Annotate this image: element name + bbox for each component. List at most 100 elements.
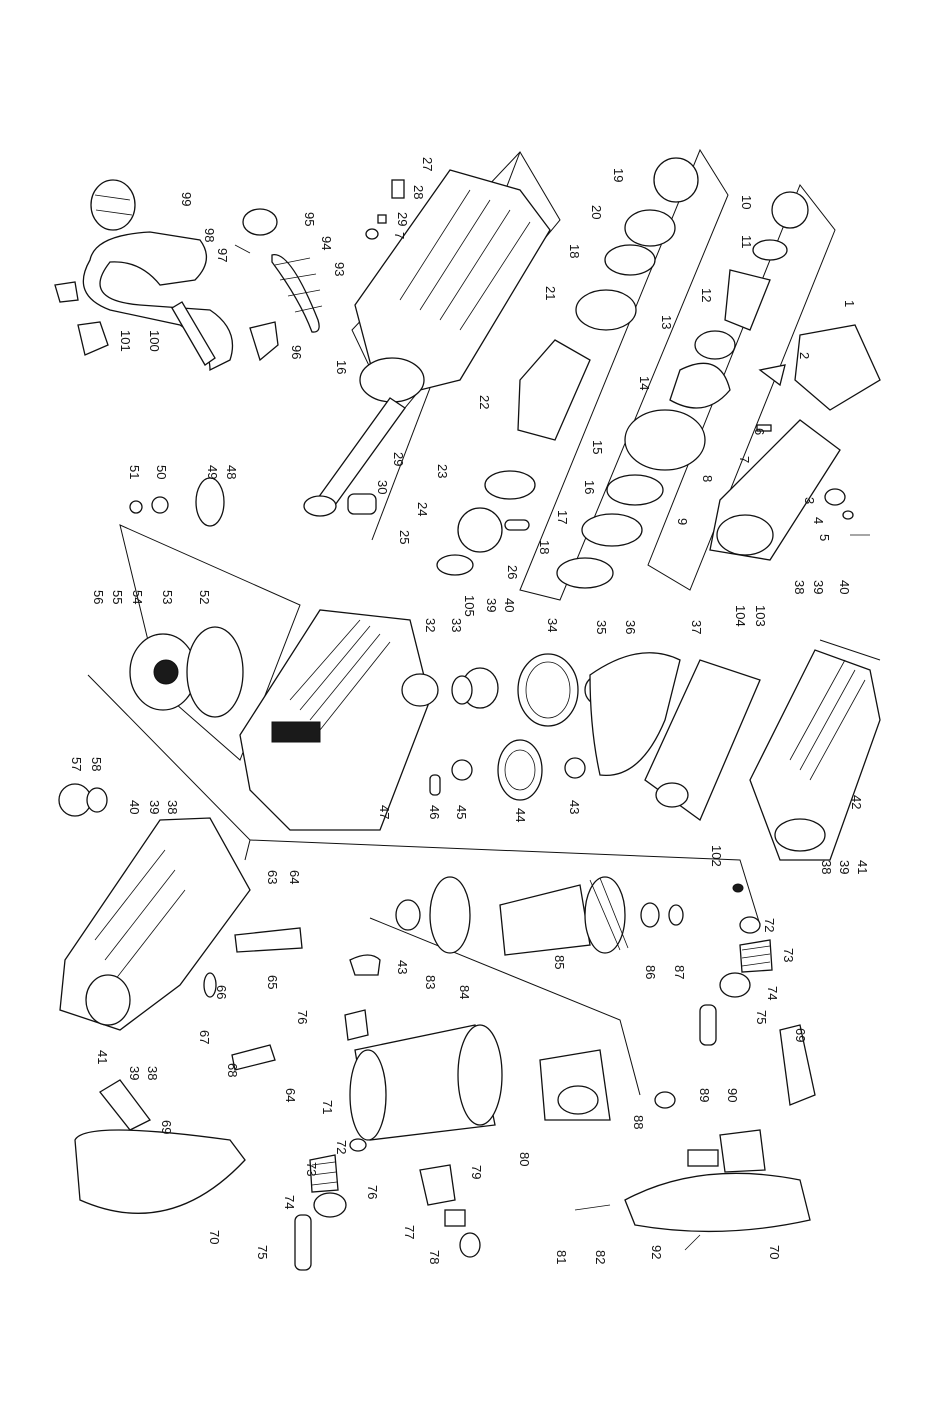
label-77: 77: [402, 1225, 417, 1239]
label-5: 5: [817, 534, 832, 541]
label-83: 83: [423, 975, 438, 989]
label-39e: 39: [127, 1066, 142, 1080]
label-23: 23: [435, 464, 450, 478]
label-36: 36: [623, 620, 638, 634]
label-11: 11: [739, 235, 754, 249]
brush-holder-group: [294, 916, 773, 1271]
label-76a: 76: [365, 1185, 380, 1199]
label-35: 35: [594, 620, 609, 634]
label-88: 88: [631, 1115, 646, 1129]
label-85: 85: [552, 955, 567, 969]
label-16b: 16: [334, 360, 349, 374]
label-17: 17: [555, 510, 570, 524]
cylinder-housing-group: [303, 169, 551, 517]
label-26: 26: [505, 565, 520, 579]
rear-housing: [59, 817, 303, 1214]
label-30: 29: [391, 452, 406, 466]
cap-group: [58, 477, 244, 817]
label-33: 33: [449, 618, 464, 632]
label-4: 4: [811, 517, 826, 524]
label-55: 55: [110, 590, 125, 604]
label-38d: 38: [145, 1066, 160, 1080]
label-54: 54: [130, 590, 145, 604]
label-50: 50: [154, 465, 169, 479]
label-64b: 64: [283, 1088, 298, 1102]
label-57: 57: [69, 757, 84, 771]
label-70b: 70: [767, 1245, 782, 1259]
label-40c: 40: [127, 800, 142, 814]
stator-group: [344, 954, 611, 1141]
label-97: 97: [215, 248, 230, 262]
gearbox-housing: [239, 609, 499, 831]
label-43b: 43: [395, 960, 410, 974]
label-96: 96: [289, 345, 304, 359]
label-70a: 70: [207, 1230, 222, 1244]
label-27: 27: [420, 157, 435, 171]
label-65: 65: [265, 975, 280, 989]
label-16a: 16: [582, 480, 597, 494]
label-38a: 38: [792, 580, 807, 594]
label-42: 42: [849, 795, 864, 809]
label-41b: 41: [95, 1050, 110, 1064]
label-87: 87: [672, 965, 687, 979]
label-37: 37: [689, 620, 704, 634]
handle-group: [574, 1024, 816, 1251]
label-3: 3: [802, 497, 817, 504]
label-44: 44: [513, 808, 528, 822]
label-7b: 7: [392, 232, 407, 239]
label-21: 21: [543, 286, 558, 300]
label-102: 102: [709, 845, 724, 867]
label-7a: 7: [737, 456, 752, 463]
label-10: 10: [739, 195, 754, 209]
label-98: 98: [202, 228, 217, 242]
label-73b: 73: [781, 948, 796, 962]
label-75a: 75: [255, 1245, 270, 1259]
label-90: 90: [725, 1088, 740, 1102]
label-52: 52: [197, 590, 212, 604]
label-18b: 18: [567, 244, 582, 258]
armature-group: [395, 876, 684, 956]
label-103: 103: [753, 605, 768, 627]
label-32: 32: [423, 618, 438, 632]
label-29: 29: [395, 212, 410, 226]
label-45: 45: [454, 805, 469, 819]
label-25: 25: [397, 530, 412, 544]
label-94: 94: [319, 236, 334, 250]
label-105: 105: [462, 595, 477, 617]
label-31: 30: [375, 480, 390, 494]
label-67: 67: [197, 1030, 212, 1044]
label-72a: 72: [334, 1140, 349, 1154]
sleeve-ring-group: [436, 157, 699, 576]
label-34: 34: [545, 618, 560, 632]
label-14: 14: [637, 376, 652, 390]
label-92: 92: [649, 1245, 664, 1259]
label-39c: 39: [837, 860, 852, 874]
label-39a: 39: [484, 598, 499, 612]
label-19: 19: [611, 168, 626, 182]
label-40b: 40: [837, 580, 852, 594]
gear-set: [497, 652, 681, 801]
label-24: 24: [415, 502, 430, 516]
label-68: 68: [225, 1063, 240, 1077]
label-73a: 73: [304, 1162, 319, 1176]
label-89: 89: [697, 1088, 712, 1102]
label-15: 15: [590, 440, 605, 454]
label-66: 66: [214, 985, 229, 999]
label-9: 9: [675, 518, 690, 525]
label-71: 71: [320, 1100, 335, 1114]
label-58: 58: [89, 757, 104, 771]
label-79: 79: [469, 1165, 484, 1179]
label-75b: 75: [754, 1010, 769, 1024]
label-20: 20: [589, 205, 604, 219]
label-69a: 69: [159, 1120, 174, 1134]
label-99: 99: [179, 192, 194, 206]
label-53: 53: [160, 590, 175, 604]
label-74a: 74: [282, 1195, 297, 1209]
label-43a: 43: [567, 800, 582, 814]
auxiliary-handle-group: [54, 179, 323, 372]
label-2: 2: [797, 352, 812, 359]
label-38b: 38: [819, 860, 834, 874]
label-101: 101: [118, 330, 133, 352]
label-49: 49: [205, 465, 220, 479]
